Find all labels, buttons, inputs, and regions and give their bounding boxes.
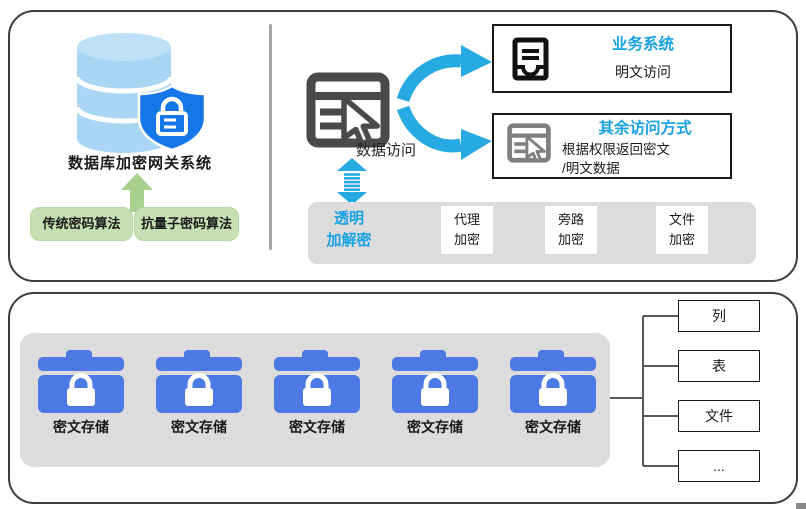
transparent-crypto-label: 透明 加解密 [313, 208, 385, 252]
folder-label: 密文存储 [171, 419, 227, 435]
folder-lock-icon [510, 350, 596, 413]
document-inbox-icon [512, 37, 549, 81]
transparent-crypto-line2: 加解密 [326, 232, 372, 249]
corner-artifact [796, 503, 806, 509]
algorithm-tag-traditional: 传统密码算法 [30, 207, 133, 241]
folder-label: 密文存储 [289, 419, 345, 435]
other-access-text-wrap: 其余访问方式 根据权限返回密文 /明文数据 [562, 116, 728, 178]
folder-label: 密文存储 [407, 419, 463, 435]
storage-folder: 密文存储 [156, 349, 242, 441]
mode-proxy-line2: 加密 [453, 232, 480, 247]
mode-file-line1: 文件 [668, 212, 695, 227]
granularity-box-table: 表 [678, 350, 760, 382]
mode-chip-proxy: 代理 加密 [441, 206, 493, 254]
gateway-title: 数据库加密网关系统 [67, 155, 212, 172]
storage-folder: 密文存储 [38, 349, 124, 441]
business-system-title-wrap: 业务系统 明文访问 [560, 32, 726, 82]
business-system-title: 业务系统 [611, 36, 674, 53]
cyan-double-arrow-icon [337, 158, 367, 205]
transparent-crypto-line1: 透明 [333, 210, 364, 227]
green-up-arrow-icon [121, 173, 153, 212]
other-access-line2: /明文数据 [562, 160, 620, 176]
granularity-box-more: ... [678, 450, 760, 482]
mode-chip-file: 文件 加密 [656, 206, 708, 254]
vertical-divider [269, 24, 272, 250]
mode-bypass-line1: 旁路 [557, 212, 584, 227]
mode-file-line2: 加密 [668, 232, 695, 247]
folder-lock-icon [38, 350, 124, 413]
folder-lock-icon [156, 350, 242, 413]
webpage-cursor-icon-gray [507, 123, 551, 163]
folder-lock-icon [274, 350, 360, 413]
mode-proxy-line1: 代理 [453, 212, 480, 227]
business-system-line: 明文访问 [615, 64, 671, 80]
cyan-curved-arrows-icon [396, 45, 492, 160]
mode-chip-bypass: 旁路 加密 [545, 206, 597, 254]
data-access-label: 数据访问 [356, 142, 417, 159]
folder-label: 密文存储 [525, 419, 581, 435]
other-access-line1: 根据权限返回密文 [562, 142, 670, 157]
storage-folder: 密文存储 [274, 349, 360, 441]
tree-connector-lines [610, 315, 678, 467]
folder-label: 密文存储 [53, 419, 109, 435]
webpage-cursor-icon [306, 72, 390, 148]
granularity-box-column: 列 [678, 300, 760, 332]
shield-lock-icon [137, 84, 207, 152]
mode-bypass-line2: 加密 [557, 232, 584, 247]
algorithm-tag-quantum: 抗量子密码算法 [134, 207, 239, 241]
folder-lock-icon [392, 350, 478, 413]
storage-folder: 密文存储 [392, 349, 478, 441]
other-access-title: 其余访问方式 [598, 120, 692, 137]
granularity-box-file: 文件 [678, 400, 760, 432]
storage-folder: 密文存储 [510, 349, 596, 441]
